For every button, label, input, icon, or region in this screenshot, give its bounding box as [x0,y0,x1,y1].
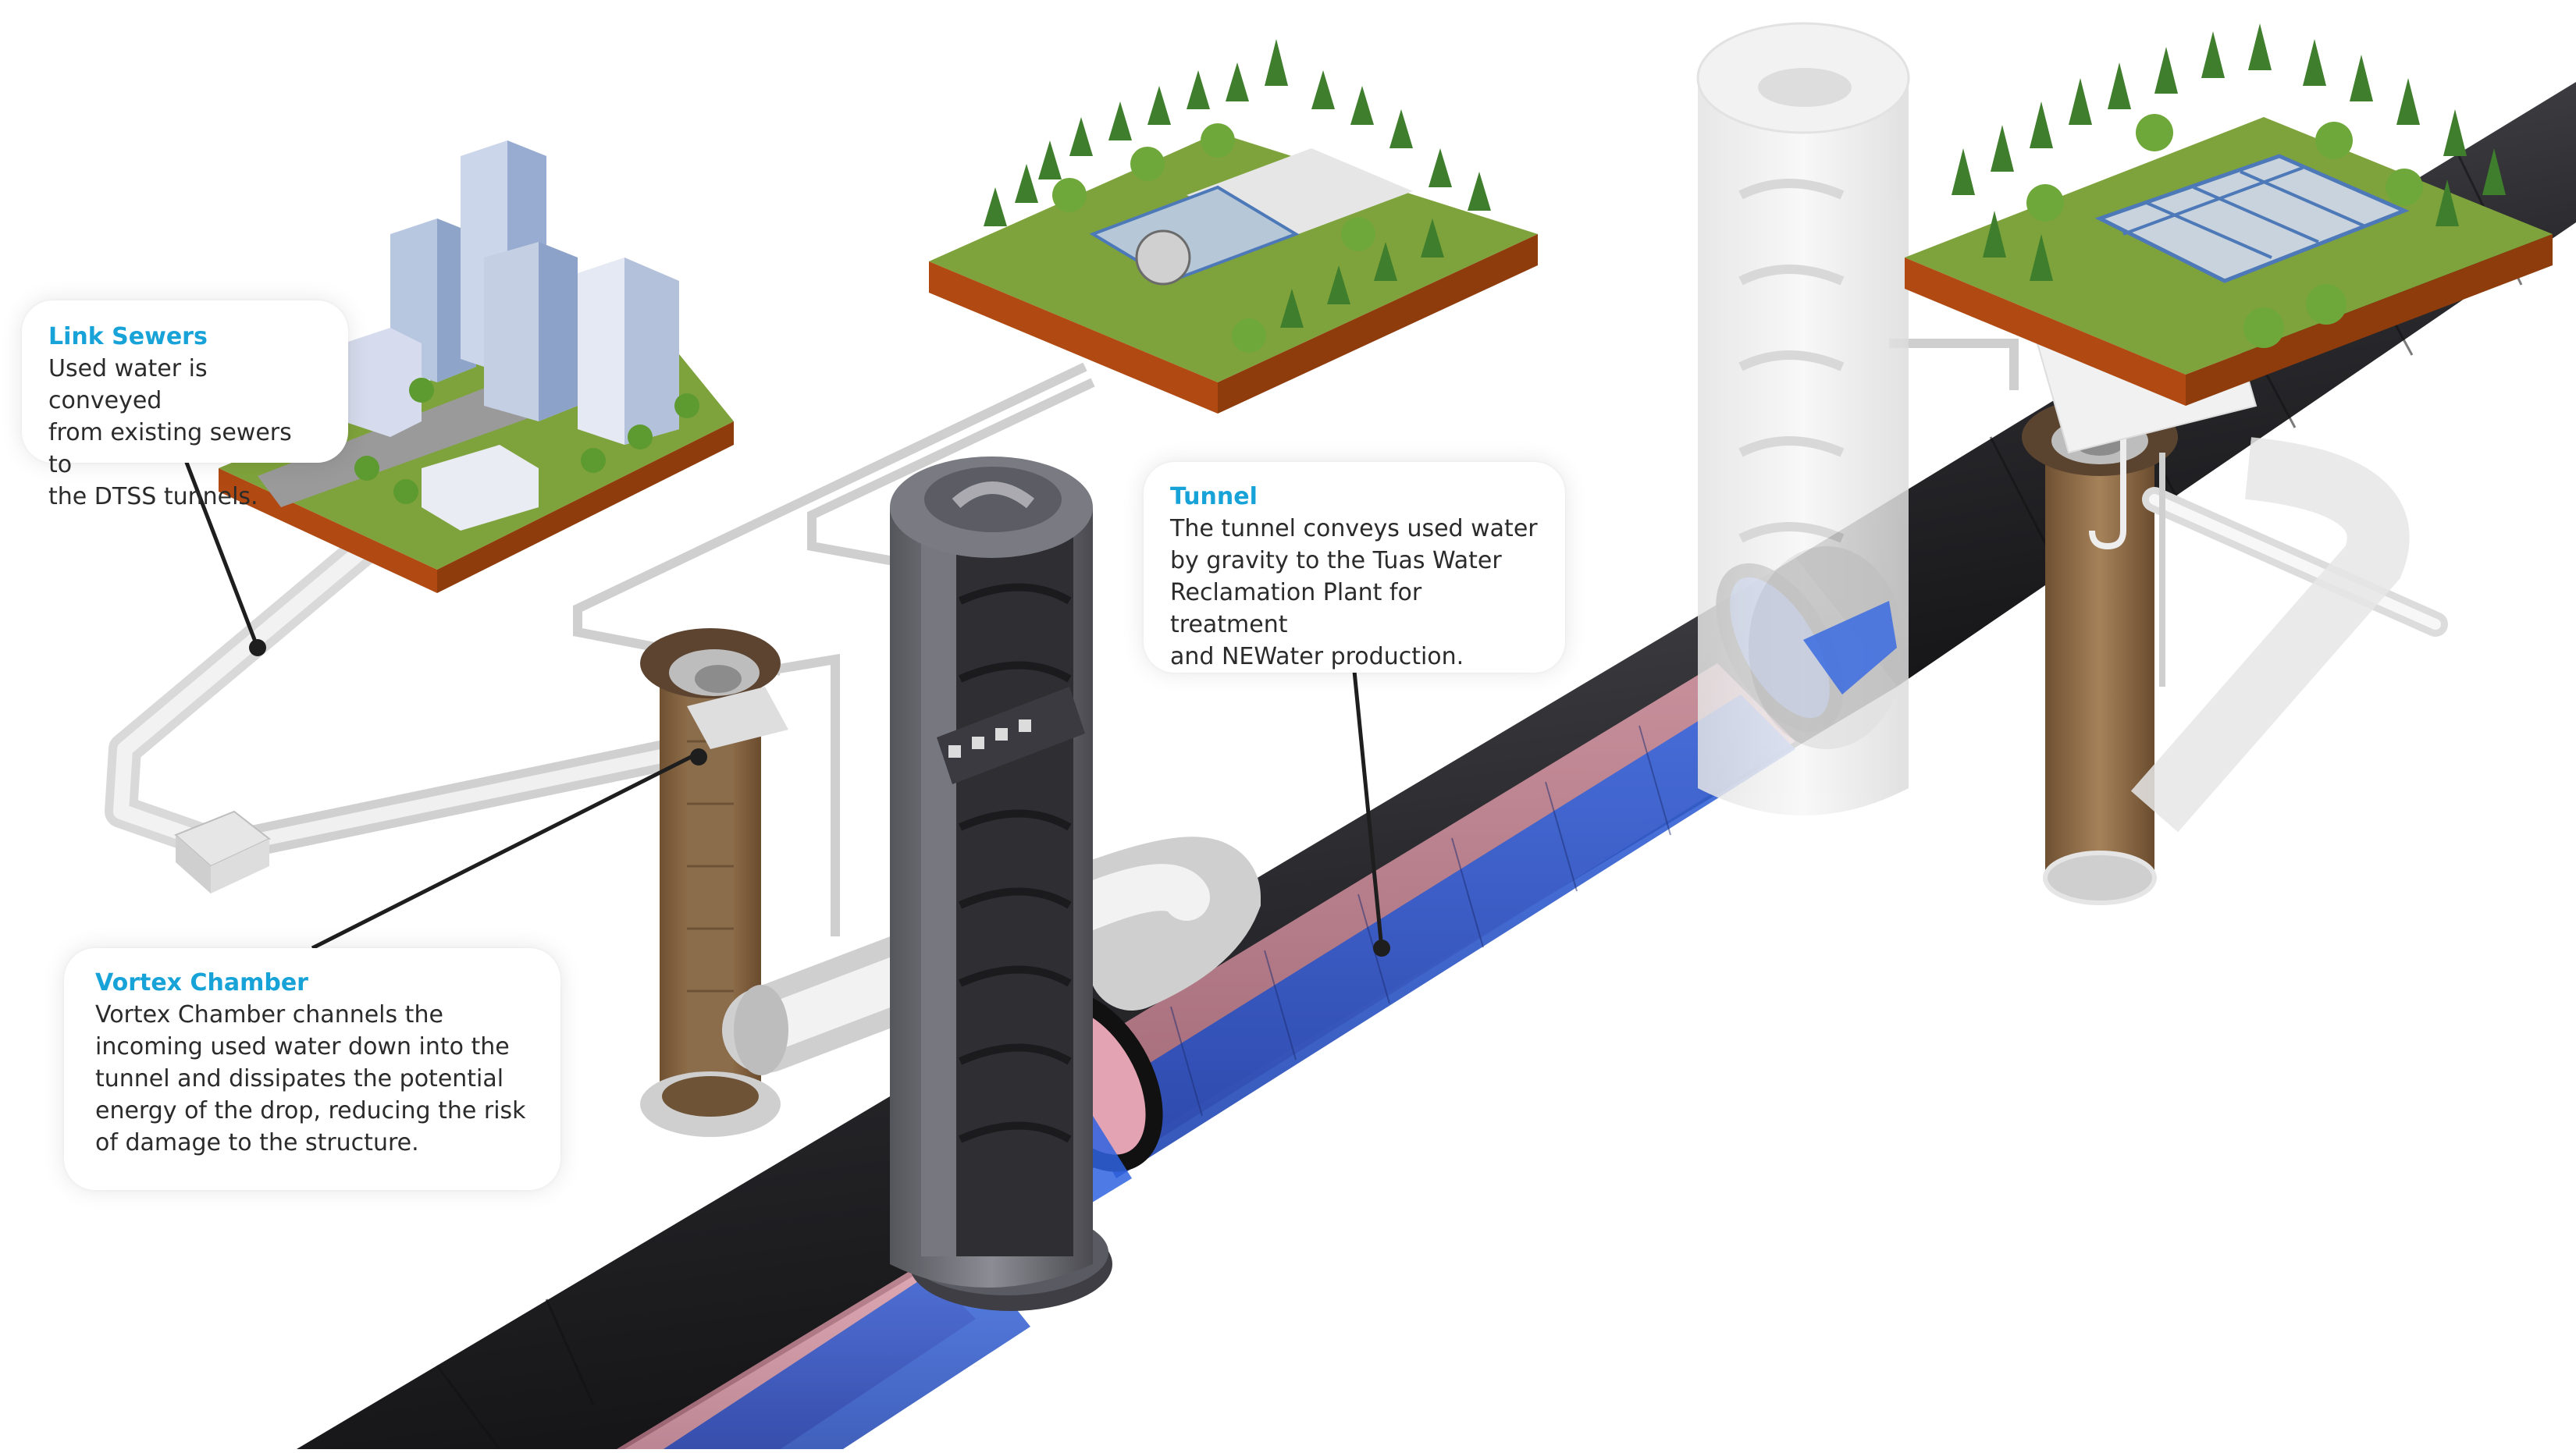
transparent-shaft [1696,22,1910,815]
callout-body: Used water is conveyed from existing sew… [48,355,292,510]
city-trees [354,378,699,504]
callout-body: Vortex Chamber channels the incoming use… [95,1001,526,1156]
callout-title: Link Sewers [48,323,208,350]
callout-body: The tunnel conveys used water by gravity… [1170,515,1538,670]
leader-vortex-chamber [311,751,700,950]
leader-link-sewers [183,460,260,648]
callout-vortex-chamber: Vortex Chamber Vortex Chamber channels t… [64,948,560,1190]
callout-title: Vortex Chamber [95,969,308,996]
link-sewer-pipe [105,533,699,893]
city-buildings [343,140,679,531]
leader-tunnel [1352,670,1384,949]
water-inflow [1803,601,1897,695]
callout-title: Tunnel [1170,483,1258,510]
connector-pipes [573,339,2019,936]
callout-tunnel: Tunnel The tunnel conveys used water by … [1144,462,1565,673]
treatment-plant-plate [1905,117,2553,406]
leader-lines [183,460,1384,950]
drop-shaft [722,457,1261,1311]
tunnel-water-left [664,1249,1030,1449]
trees [984,23,2506,353]
callout-link-sewers: Link Sewers Used water is conveyed from … [22,300,348,510]
tunnel-water-mid [1077,695,1795,1178]
leader-dots [249,639,1390,957]
city-plate [219,140,734,593]
